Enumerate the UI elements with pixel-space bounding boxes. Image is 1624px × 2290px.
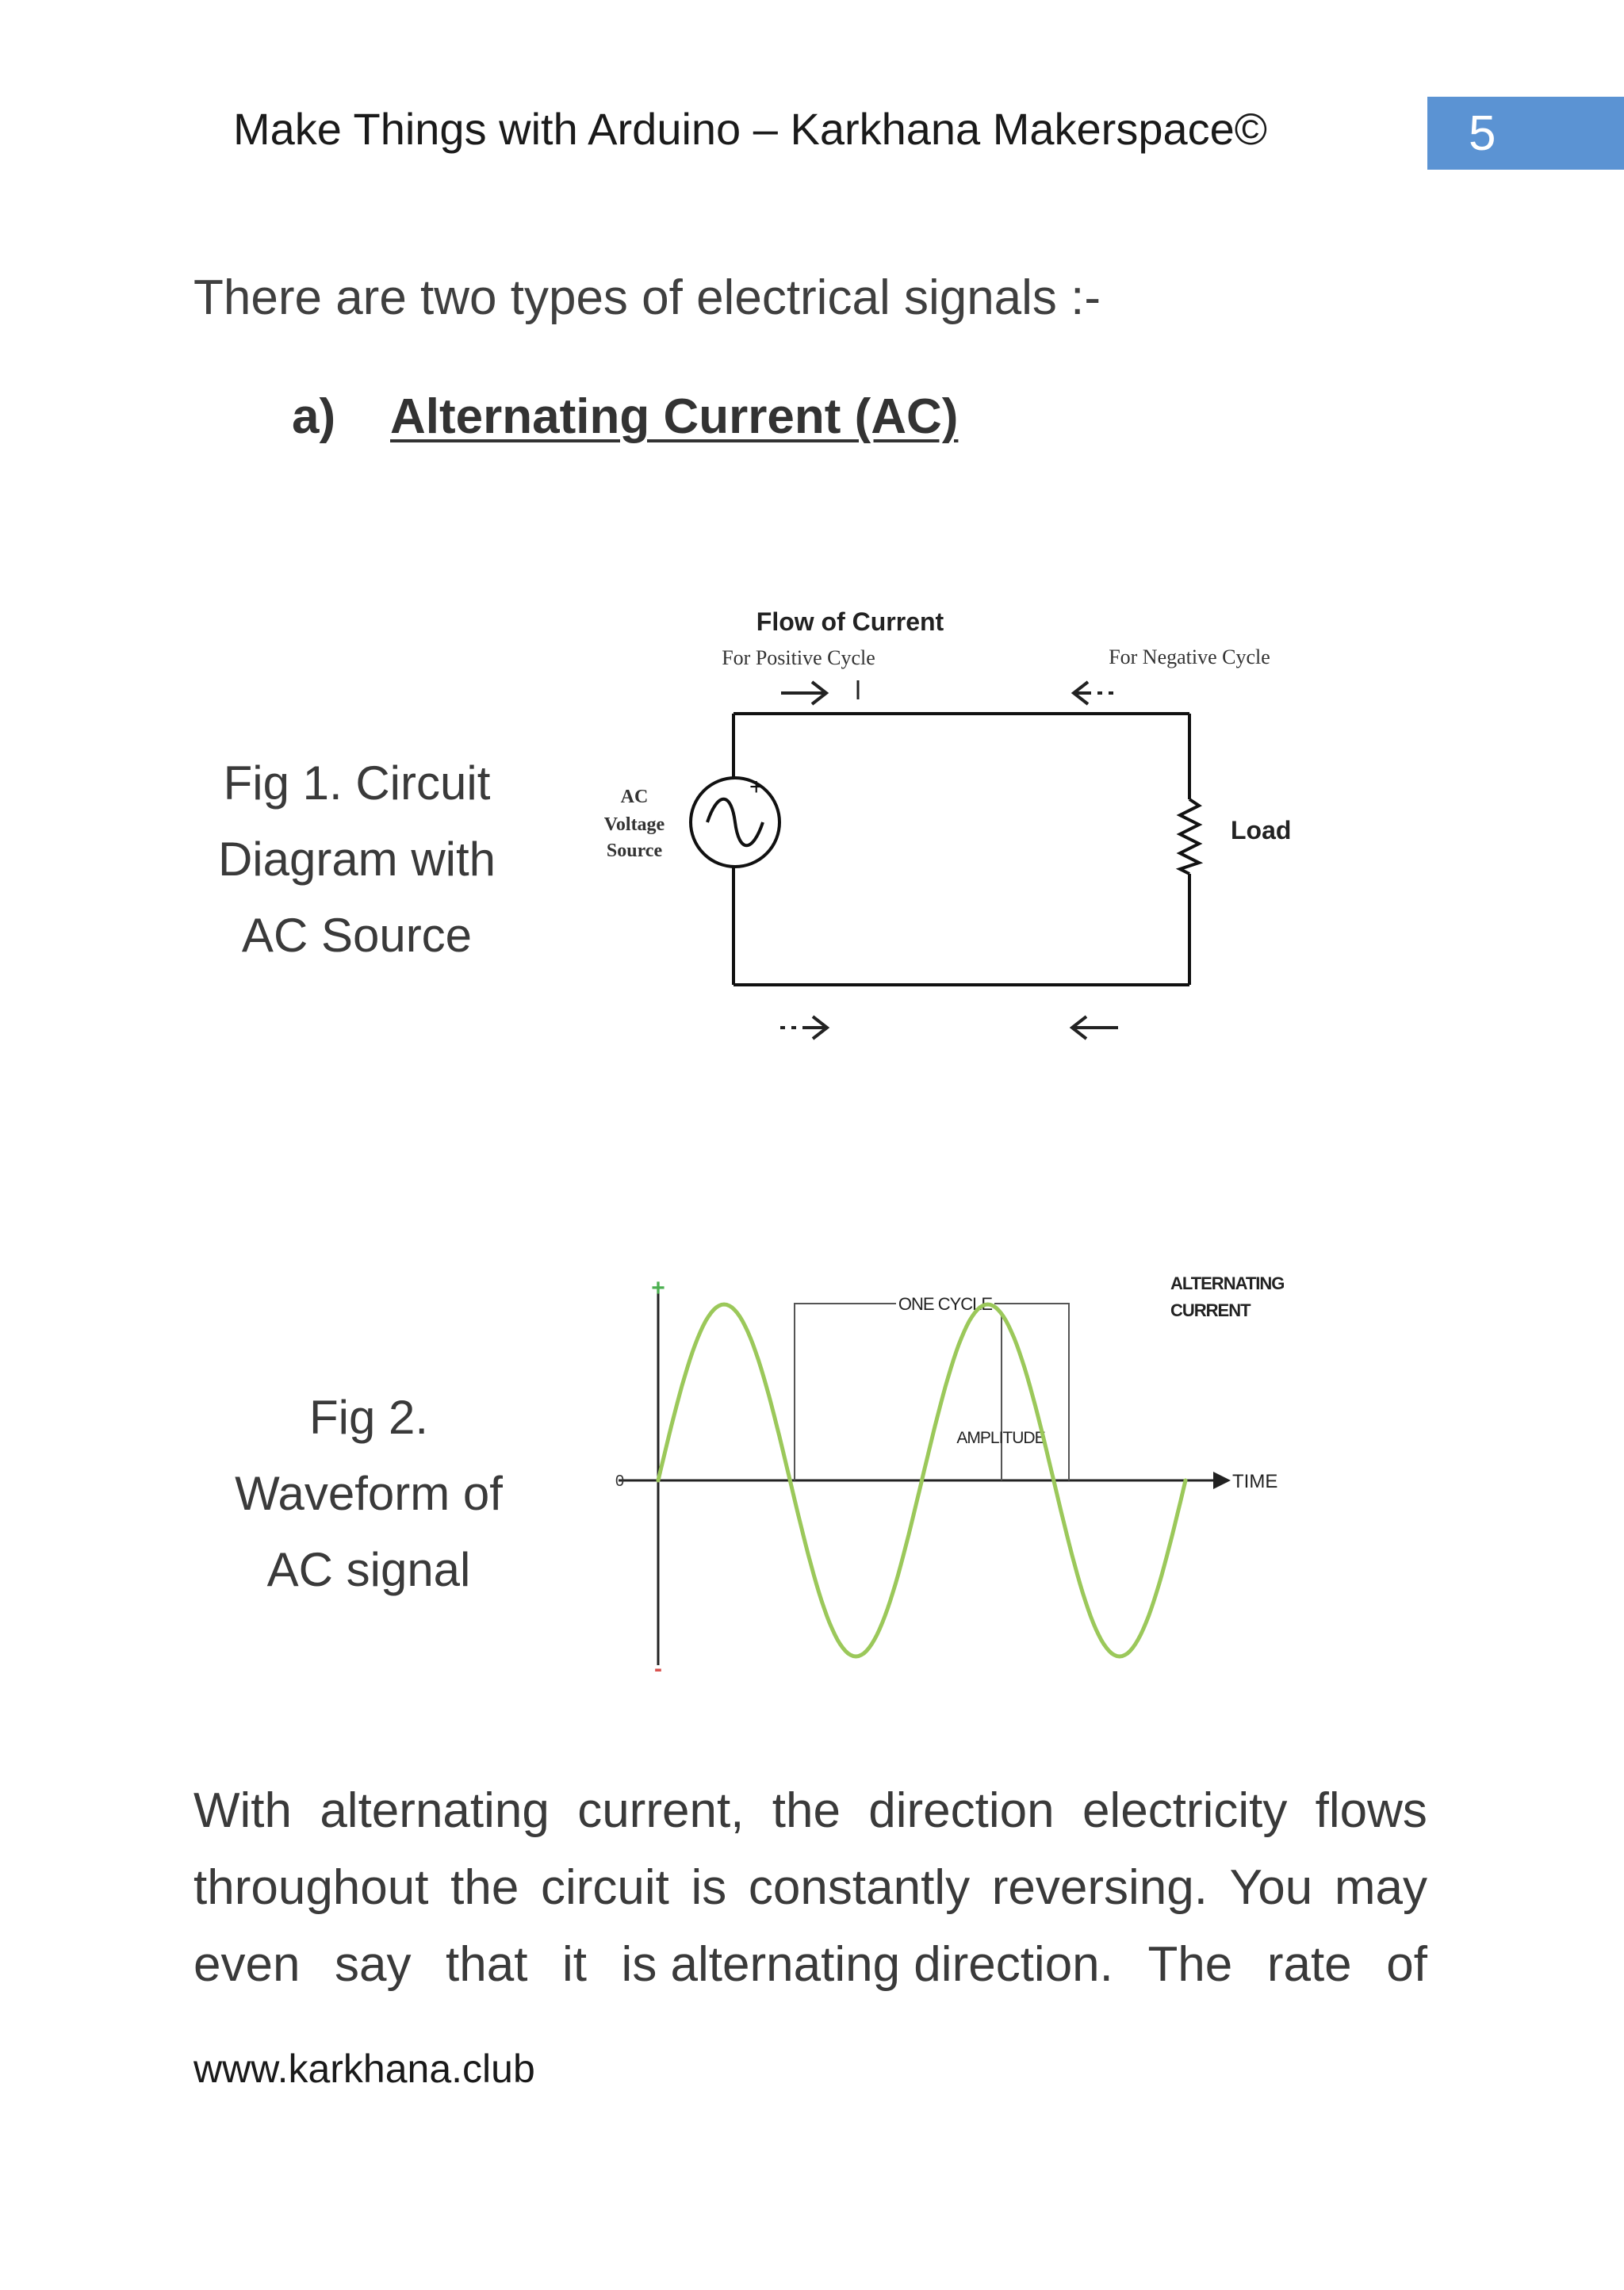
footer-url: www.karkhana.club (193, 2047, 535, 2091)
body-line: throughout the circuit is constantly rev… (193, 1849, 1427, 1926)
body-word: is alternating direction. (621, 1937, 1113, 1992)
source-label-line: AC (621, 787, 649, 807)
section-marker: a) (292, 389, 336, 444)
body-line: even say that it is alternating directio… (193, 1926, 1427, 2003)
y-axis-minus-label: - (654, 1656, 662, 1682)
time-label: TIME (1232, 1471, 1277, 1492)
source-label-line: Voltage (604, 814, 665, 835)
fig2-caption-line: AC signal (266, 1543, 471, 1596)
source-label-line: Source (607, 841, 663, 861)
positive-flow-arrow-icon (781, 680, 860, 706)
fig1-caption-line: Fig 1. Circuit (223, 756, 491, 810)
fig2-caption-line: Fig 2. (308, 1391, 429, 1444)
body-word: alternating (320, 1783, 550, 1838)
waveform-axes (619, 1292, 1231, 1665)
intro-text: There are two types of electrical signal… (193, 270, 1101, 325)
resistor-icon (1175, 798, 1204, 875)
body-word: it (562, 1937, 587, 1992)
fig2-caption-line: Waveform of (235, 1467, 503, 1520)
ac-source-icon (689, 776, 781, 868)
fig1-caption-line: AC Source (241, 909, 473, 962)
body-word: current, (577, 1783, 745, 1838)
series-label-line: CURRENT (1170, 1300, 1251, 1320)
zero-label: 0 (615, 1472, 624, 1490)
body-word: say (335, 1937, 412, 1992)
body-line: With alternating current, the direction … (193, 1772, 1427, 1849)
bottom-dotted-arrow-icon (780, 1015, 830, 1040)
fig1-caption-line: Diagram with (217, 833, 496, 886)
body-word: circuit (540, 1860, 669, 1915)
ac-waveform-diagram: + - 0 TIME ONE CYCLE AMPLITUDE ALTERNATI… (615, 1273, 1285, 1682)
body-word: even (193, 1937, 301, 1992)
series-label-line: ALTERNATING (1170, 1273, 1284, 1293)
negative-flow-arrow-icon (1071, 680, 1113, 706)
circuit-diagram: Flow of Current For Positive Cycle For N… (604, 607, 1291, 1040)
body-word: of (1386, 1937, 1427, 1992)
body-word: flows (1315, 1783, 1427, 1838)
page-number-badge: 5 (1427, 97, 1624, 170)
amplitude-label: AMPLITUDE (956, 1429, 1045, 1447)
fig1-caption: Fig 1. Circuit Diagram with AC Source (182, 745, 531, 974)
body-word: reversing. (991, 1860, 1208, 1915)
body-word: With (193, 1783, 292, 1838)
flow-of-current-label: Flow of Current (756, 607, 944, 636)
bottom-solid-arrow-icon (1069, 1015, 1118, 1040)
page-number: 5 (1469, 105, 1496, 161)
body-paragraph: With alternating current, the direction … (193, 1772, 1427, 2003)
body-word: The (1147, 1937, 1233, 1992)
circuit-wires (732, 712, 1191, 986)
fig2-caption: Fig 2. Waveform of AC signal (198, 1380, 539, 1608)
plus-sign: + (749, 774, 764, 800)
section-title: Alternating Current (AC) (390, 389, 959, 444)
body-word: electricity (1082, 1783, 1288, 1838)
body-word: that (446, 1937, 528, 1992)
body-word: rate (1266, 1937, 1352, 1992)
body-word: direction (868, 1783, 1055, 1838)
body-word: throughout (193, 1860, 429, 1915)
positive-cycle-label: For Positive Cycle (722, 646, 875, 669)
body-word: You (1229, 1860, 1313, 1915)
body-word: constantly (748, 1860, 971, 1915)
body-word: the (772, 1783, 841, 1838)
y-axis-plus-label: + (651, 1275, 665, 1301)
negative-cycle-label: For Negative Cycle (1109, 645, 1270, 668)
body-word: is (691, 1860, 727, 1915)
body-word: may (1334, 1860, 1427, 1915)
header-title: Make Things with Arduino – Karkhana Make… (233, 104, 1268, 154)
ac-waveform-line (656, 1302, 1188, 1659)
load-label: Load (1231, 816, 1291, 844)
one-cycle-bracket (794, 1303, 1070, 1480)
body-word: the (450, 1860, 519, 1915)
